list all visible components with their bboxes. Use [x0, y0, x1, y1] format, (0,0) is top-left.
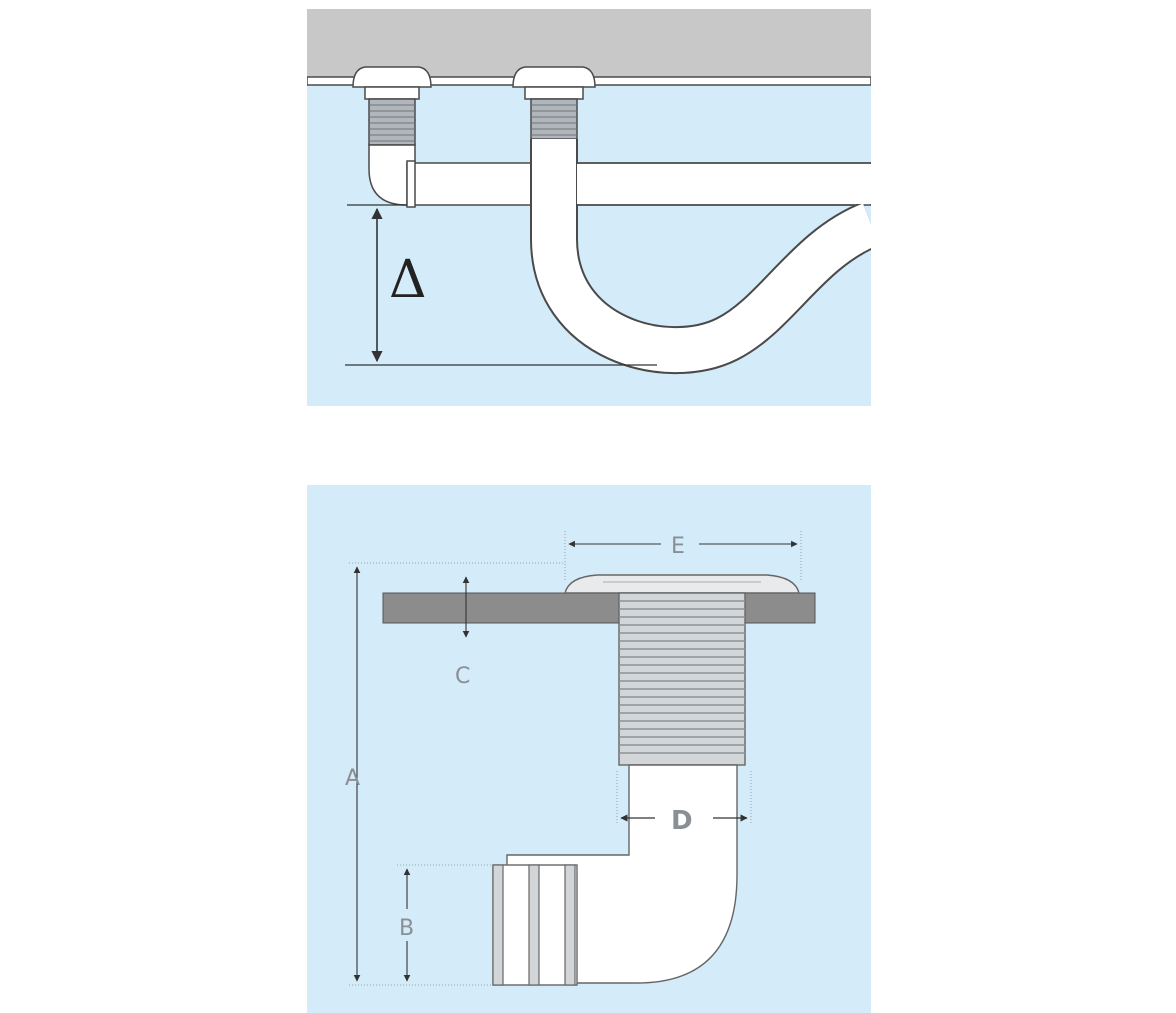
fitting-dimensions-panel: A B C D E — [307, 485, 871, 1013]
dimension-a-label: A — [345, 766, 360, 791]
thread-lines — [619, 600, 745, 754]
fitting-dimensions-diagram: A B C D E — [307, 485, 871, 1013]
left-fitting-thread-lines — [369, 104, 415, 142]
right-fitting-thread-lines — [531, 104, 577, 136]
right-fitting-thread — [530, 98, 578, 140]
dimension-b-label: B — [399, 916, 414, 941]
right-thru-hull-fitting — [512, 66, 871, 375]
dimension-c: C — [455, 576, 470, 689]
pipe-overlap-cover — [577, 164, 871, 204]
dimension-b: B — [397, 864, 493, 982]
right-fitting-nut — [524, 86, 584, 100]
siphon-hose — [532, 139, 871, 373]
dimension-e-label: E — [671, 534, 685, 559]
left-fitting-nut — [364, 86, 420, 100]
right-fitting-flange — [512, 66, 596, 88]
siphon-diagram-panel: Δ — [307, 9, 871, 406]
threaded-body — [618, 592, 746, 766]
dimension-d: D — [616, 771, 752, 836]
dimension-e: E — [564, 531, 802, 581]
left-fitting-flange — [352, 66, 432, 88]
siphon-diagram: Δ — [307, 9, 871, 406]
barb-ring-1 — [492, 864, 504, 986]
barb-ring-3 — [564, 864, 576, 986]
dimension-c-label: C — [455, 664, 470, 689]
dimension-a: A — [345, 562, 565, 986]
fitting-flange — [564, 574, 800, 594]
left-fitting-thread — [368, 98, 416, 146]
barb-ring-2 — [528, 864, 540, 986]
delta-dimension: Δ — [345, 204, 657, 366]
dimension-d-label: D — [671, 806, 693, 836]
dimension-b-label-gap — [397, 909, 419, 941]
left-elbow-collar — [406, 160, 416, 208]
hull-plate — [382, 592, 816, 624]
delta-label: Δ — [389, 250, 427, 310]
